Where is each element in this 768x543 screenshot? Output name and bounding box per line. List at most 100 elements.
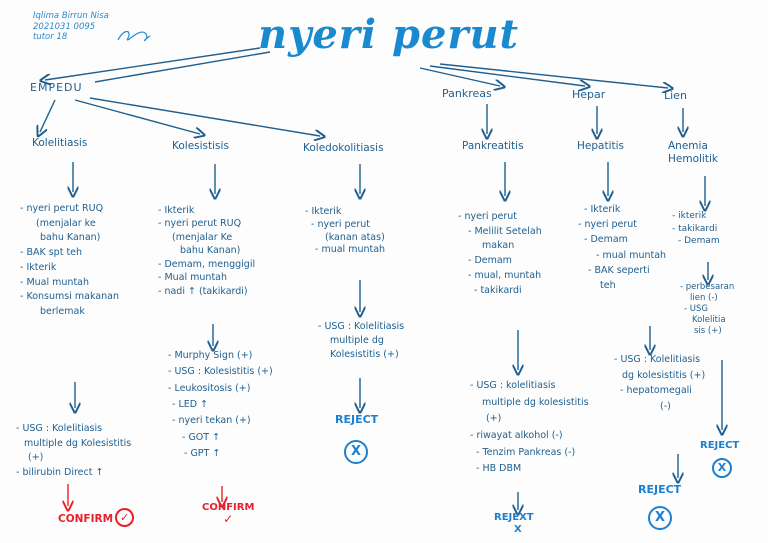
test-line: - bilirubin Direct ↑ <box>16 467 104 479</box>
test-line: (-) <box>660 401 671 413</box>
symptom-line: - Mual muntah <box>20 276 90 288</box>
organ-lien: Lien <box>664 89 687 102</box>
test-line: - HB DBM <box>476 463 522 475</box>
test-line: - Leukositosis (+) <box>168 382 251 394</box>
organ-pankreas: Pankreas <box>442 87 492 100</box>
tests-pankreatitis: - USG : kolelitiasis multiple dg kolesis… <box>470 378 589 478</box>
symptom-line: - mual muntah <box>315 244 386 256</box>
symptom-line: - mual muntah <box>596 249 667 261</box>
disease-anemia-line1: Anemia <box>668 140 708 152</box>
test-line: Kolelitia <box>692 315 726 326</box>
disease-koledokolitiasis: Koledokolitiasis <box>303 142 384 154</box>
edge-empedu-kolesistitis <box>74 99 200 134</box>
cross-circle-icon: X <box>648 506 672 530</box>
test-line: - USG : kolelitiasis <box>470 380 556 391</box>
test-line: (+) <box>486 413 502 425</box>
symptom-line: - Mual muntah <box>158 272 228 284</box>
cross-circle-icon: X <box>712 458 732 478</box>
symptoms-anemia-hemolitik: - ikterik - takikardi - Demam <box>672 210 720 248</box>
edge-title-pankreas <box>419 67 500 86</box>
symptom-line: - Demam <box>678 236 720 247</box>
test-line: - USG : Kolelitiasis <box>614 354 701 365</box>
test-line: multiple dg <box>330 334 384 346</box>
symptoms-hepatitis: - Ikterik - nyeri perut - Demam - mual m… <box>578 202 666 293</box>
test-line: - perbesaran <box>680 282 735 292</box>
test-line: - riwayat alkohol (-) <box>470 429 563 441</box>
test-line: - hepatomegali <box>620 385 692 397</box>
verdict-pankreatitis: REJEXT <box>494 512 534 523</box>
symptom-line: - mual, muntah <box>468 269 542 281</box>
symptom-line: - ikterik <box>672 211 707 221</box>
confirm-label: CONFIRM <box>58 513 114 525</box>
symptom-line: - Demam <box>468 255 512 267</box>
organ-hepar: Hepar <box>572 88 606 101</box>
test-line: - Murphy Sign (+) <box>168 350 253 361</box>
map-title: nyeri perut <box>258 11 520 58</box>
symptom-line: - Ikterik <box>305 206 342 217</box>
edge-title-empedu <box>45 47 261 80</box>
symptom-line: (kanan atas) <box>325 231 385 243</box>
symptoms-koledokolitiasis: - Ikterik - nyeri perut (kanan atas) - m… <box>305 206 385 257</box>
author-id: 2021031 0095 <box>33 21 96 32</box>
test-line: - GOT ↑ <box>182 431 221 443</box>
check-icon: ✓ <box>223 512 234 526</box>
organ-empedu: EMPEDU <box>30 81 83 94</box>
verdict-hepatitis: REJECT <box>638 483 682 496</box>
symptom-line: - nyeri perut <box>311 218 371 230</box>
test-line: sis (+) <box>694 326 722 337</box>
test-line: - GPT ↑ <box>184 447 221 459</box>
symptom-line: - Konsumsi makanan <box>20 291 119 303</box>
symptoms-kolesistitis: - Ikterik - nyeri perut RUQ (menjalar Ke… <box>158 204 255 298</box>
edge-empedu-koledokolitiasis <box>89 97 320 136</box>
test-line: dg kolesistitis (+) <box>622 369 706 381</box>
cross-icon: X <box>514 524 522 535</box>
test-line: multiple dg Kolesistitis <box>24 437 132 449</box>
symptom-line: - Ikterik <box>158 205 195 216</box>
tests-kolesistitis: - Murphy Sign (+) - USG : Kolesistitis (… <box>168 348 273 462</box>
tests-anemia-hemolitik: - perbesaran lien (-) - USG Kolelitia si… <box>680 282 734 337</box>
symptom-line: bahu Kanan) <box>180 245 241 257</box>
verdict-kolesistitis: CONFIRM ✓ <box>202 502 254 526</box>
disease-anemia-line2: Hemolitik <box>668 152 718 165</box>
check-circle-icon: ✓ <box>115 508 135 527</box>
symptom-line: (menjalar ke <box>36 217 96 229</box>
cross-circle-icon: X <box>344 440 368 464</box>
test-line: Kolesistitis (+) <box>330 348 399 360</box>
symptom-line: - nyeri perut RUQ <box>158 218 242 230</box>
signature-mark <box>117 30 151 42</box>
disease-pankreatitis: Pankreatitis <box>462 140 524 152</box>
symptom-line: - Demam <box>584 234 628 246</box>
symptom-line: berlemak <box>40 306 85 318</box>
test-line: - USG : Kolelitiasis <box>16 423 103 434</box>
symptoms-pankreatitis: - nyeri perut - Melilit Setelah makan - … <box>458 210 542 298</box>
symptom-line: - takikardi <box>474 284 522 296</box>
edge-empedu-kolelitiasis <box>40 99 56 132</box>
test-line: (+) <box>28 452 44 464</box>
tests-hepatitis: - USG : Kolelitiasis dg kolesistitis (+)… <box>614 352 705 415</box>
symptom-line: teh <box>600 279 616 291</box>
disease-kolesistitis: Kolesistisis <box>172 140 229 152</box>
symptom-line: - nadi ↑ (takikardi) <box>158 285 248 297</box>
test-line: - Tenzim Pankreas (-) <box>476 446 576 458</box>
symptom-line: - Melilit Setelah <box>468 225 542 237</box>
symptom-line: bahu Kanan) <box>40 232 101 244</box>
tests-koledokolitiasis: - USG : Kolelitiasis multiple dg Kolesis… <box>318 320 404 361</box>
disease-hepatitis: Hepatitis <box>577 140 624 152</box>
tests-kolelitiasis: - USG : Kolelitiasis multiple dg Kolesis… <box>16 422 131 481</box>
author-tutor: tutor 18 <box>33 32 68 43</box>
symptom-line: - Demam, menggigil <box>158 258 256 270</box>
symptom-line: - BAK spt teh <box>20 247 83 259</box>
confirm-label: CONFIRM <box>202 502 255 513</box>
disease-anemia-hemolitik: Anemia Hemolitik <box>668 140 718 165</box>
symptom-line: - nyeri perut <box>578 219 638 231</box>
symptoms-kolelitiasis: - nyeri perut RUQ (menjalar ke bahu Kana… <box>20 202 119 320</box>
symptom-line: - BAK seperti <box>588 264 650 276</box>
edge-title-lien <box>439 63 668 88</box>
symptom-line: (menjalar Ke <box>172 231 233 243</box>
symptom-line: - takikardi <box>672 223 718 234</box>
symptom-line: - Ikterik <box>20 261 57 273</box>
test-line: - LED ↑ <box>172 398 209 410</box>
symptom-line: - nyeri perut <box>458 211 518 222</box>
verdict-kolelitiasis: CONFIRM✓ <box>58 508 135 527</box>
